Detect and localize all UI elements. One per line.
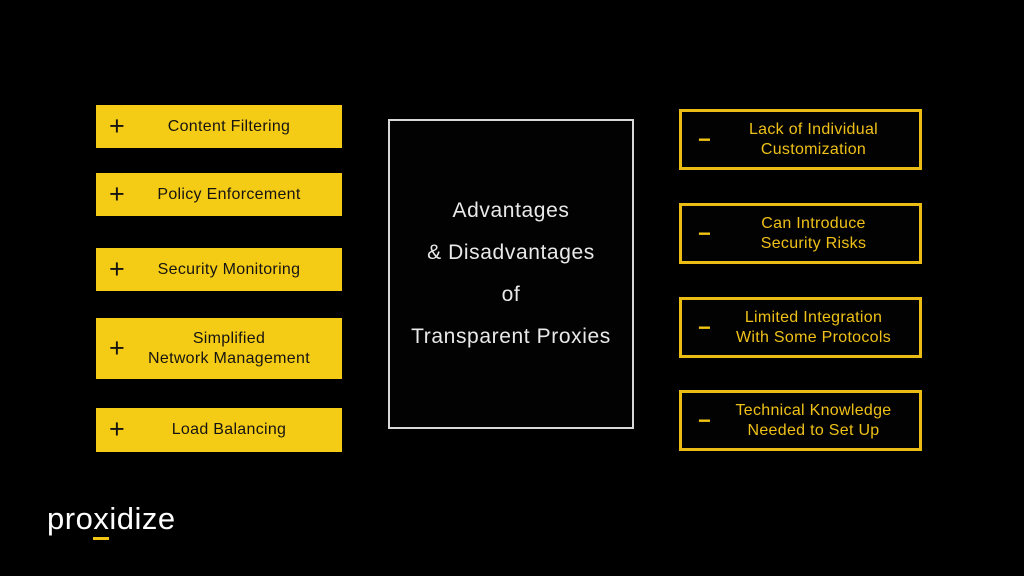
disadvantage-box-limited-integration: − Limited Integration With Some Protocol… [679, 297, 922, 358]
advantage-label: Content Filtering [167, 117, 291, 135]
logo-text-post: idize [109, 501, 176, 536]
disadvantage-label: Can Introduce Security Risks [760, 214, 867, 252]
advantage-label: Security Monitoring [157, 260, 301, 278]
plus-icon: + [109, 178, 125, 209]
plus-icon: + [109, 413, 125, 444]
plus-icon: + [109, 110, 125, 141]
logo-text-x-underlined: x [93, 501, 110, 540]
center-title-panel: Advantages & Disadvantages of Transparen… [388, 119, 634, 429]
proxidize-logo: proxidize [47, 501, 176, 540]
disadvantage-label: Technical Knowledge Needed to Set Up [735, 401, 892, 439]
plus-icon: + [109, 332, 125, 363]
advantage-box-simplified-network-management: + Simplified Network Management [96, 318, 342, 379]
disadvantage-label: Lack of Individual Customization [748, 120, 879, 158]
advantage-box-content-filtering: + Content Filtering [96, 105, 342, 148]
logo-text-pre: pro [47, 501, 94, 536]
disadvantage-box-lack-of-customization: − Lack of Individual Customization [679, 109, 922, 170]
minus-icon: − [698, 314, 711, 340]
advantage-box-policy-enforcement: + Policy Enforcement [96, 173, 342, 216]
minus-icon: − [698, 407, 711, 433]
disadvantage-box-security-risks: − Can Introduce Security Risks [679, 203, 922, 264]
advantage-label: Policy Enforcement [157, 185, 301, 203]
minus-icon: − [698, 126, 711, 152]
advantage-box-load-balancing: + Load Balancing [96, 408, 342, 452]
disadvantage-box-technical-knowledge: − Technical Knowledge Needed to Set Up [679, 390, 922, 451]
plus-icon: + [109, 253, 125, 284]
advantage-box-security-monitoring: + Security Monitoring [96, 248, 342, 291]
minus-icon: − [698, 220, 711, 246]
disadvantage-label: Limited Integration With Some Protocols [735, 308, 892, 346]
center-title: Advantages & Disadvantages of Transparen… [411, 199, 611, 348]
advantage-label: Simplified Network Management [148, 329, 310, 367]
advantage-label: Load Balancing [171, 421, 287, 438]
